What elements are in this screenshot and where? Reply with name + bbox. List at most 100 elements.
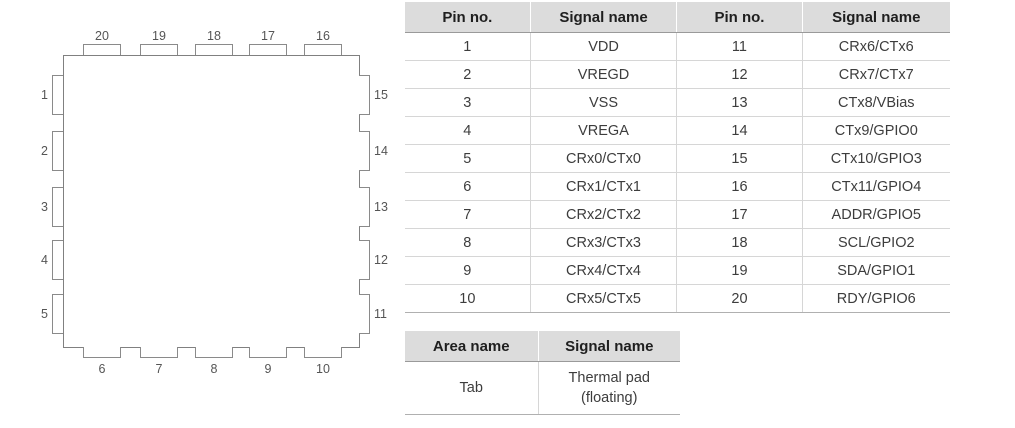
cell-signal-name: CRx6/CTx6 — [802, 32, 950, 61]
pin-label-1: 1 — [41, 88, 48, 102]
header-pin-no-left: Pin no. — [405, 2, 531, 33]
pin-label-19: 19 — [152, 29, 166, 43]
pin-pad-bottom-3 — [195, 347, 233, 358]
pin-pad-right-1 — [359, 75, 370, 115]
header-signal-name-right: Signal name — [802, 2, 950, 33]
cell-signal-name: Thermal pad (floating) — [538, 361, 680, 415]
pin-pad-right-4 — [359, 240, 370, 280]
table-row: 2 VREGD 12 CRx7/CTx7 — [405, 60, 950, 89]
pin-pad-bottom-2 — [140, 347, 178, 358]
pin-label-4: 4 — [41, 253, 48, 267]
pin-label-2: 2 — [41, 144, 48, 158]
cell-pin-no: 6 — [405, 172, 531, 201]
cell-pin-no: 1 — [405, 32, 531, 61]
pin-pad-bottom-4 — [249, 347, 287, 358]
table-row: 5 CRx0/CTx0 15 CTx10/GPIO3 — [405, 144, 950, 173]
pin-pad-left-3 — [52, 187, 63, 227]
pin-pad-bottom-1 — [83, 347, 121, 358]
pin-label-14: 14 — [374, 144, 388, 158]
cell-pin-no: 20 — [676, 284, 803, 313]
cell-signal-name: CRx5/CTx5 — [530, 284, 678, 313]
pin-label-16: 16 — [316, 29, 330, 43]
cell-signal-name: CRx4/CTx4 — [530, 256, 678, 285]
pin-label-12: 12 — [374, 253, 388, 267]
cell-signal-name: CTx10/GPIO3 — [802, 144, 950, 173]
cell-pin-no: 17 — [676, 200, 803, 229]
pin-label-9: 9 — [264, 362, 272, 376]
pin-pad-top-2 — [140, 44, 178, 55]
table-row: 8 CRx3/CTx3 18 SCL/GPIO2 — [405, 228, 950, 257]
thermal-pad-table: Area name Signal name Tab Thermal pad (f… — [405, 331, 680, 415]
pin-label-17: 17 — [261, 29, 275, 43]
cell-signal-name: CTx11/GPIO4 — [802, 172, 950, 201]
pin-pad-left-5 — [52, 294, 63, 334]
cell-signal-name: CRx3/CTx3 — [530, 228, 678, 257]
cell-signal-name: CRx0/CTx0 — [530, 144, 678, 173]
cell-signal-name: CTx9/GPIO0 — [802, 116, 950, 145]
cell-pin-no: 2 — [405, 60, 531, 89]
pin-label-6: 6 — [98, 362, 106, 376]
pin-pad-left-1 — [52, 75, 63, 115]
cell-signal-name: CRx2/CTx2 — [530, 200, 678, 229]
pin-pad-left-2 — [52, 131, 63, 171]
table-row: Tab Thermal pad (floating) — [405, 361, 680, 415]
table-row: 7 CRx2/CTx2 17 ADDR/GPIO5 — [405, 200, 950, 229]
pin-label-18: 18 — [207, 29, 221, 43]
pin-pad-right-3 — [359, 187, 370, 227]
header-pin-no-right: Pin no. — [676, 2, 803, 33]
cell-pin-no: 13 — [676, 88, 803, 117]
pin-label-8: 8 — [210, 362, 218, 376]
table-row: 10 CRx5/CTx5 20 RDY/GPIO6 — [405, 284, 950, 313]
cell-signal-name: VDD — [530, 32, 678, 61]
cell-pin-no: 10 — [405, 284, 531, 313]
signal-line-2: (floating) — [581, 390, 638, 406]
cell-pin-no: 11 — [676, 32, 803, 61]
package-pinout-diagram: 20 19 18 17 16 6 7 8 9 10 1 2 3 4 5 15 1… — [0, 0, 400, 428]
signal-line-1: Thermal pad — [568, 370, 650, 386]
pin-pad-right-5 — [359, 294, 370, 334]
cell-area-name: Tab — [405, 361, 539, 415]
cell-signal-name: RDY/GPIO6 — [802, 284, 950, 313]
cell-pin-no: 5 — [405, 144, 531, 173]
pin-pad-left-4 — [52, 240, 63, 280]
pin-label-10: 10 — [316, 362, 330, 376]
chip-body-outline — [63, 55, 360, 348]
cell-signal-name: CTx8/VBias — [802, 88, 950, 117]
header-area-name: Area name — [405, 331, 539, 362]
table-row: 6 CRx1/CTx1 16 CTx11/GPIO4 — [405, 172, 950, 201]
pin-pad-right-2 — [359, 131, 370, 171]
cell-signal-name: ADDR/GPIO5 — [802, 200, 950, 229]
table-row: 3 VSS 13 CTx8/VBias — [405, 88, 950, 117]
cell-pin-no: 12 — [676, 60, 803, 89]
cell-pin-no: 18 — [676, 228, 803, 257]
cell-signal-name: VREGD — [530, 60, 678, 89]
pin-label-20: 20 — [95, 29, 109, 43]
cell-pin-no: 19 — [676, 256, 803, 285]
pin-pad-top-5 — [304, 44, 342, 55]
table-header-row: Pin no. Signal name Pin no. Signal name — [405, 2, 950, 33]
cell-pin-no: 15 — [676, 144, 803, 173]
pin-label-3: 3 — [41, 200, 48, 214]
table-row: 4 VREGA 14 CTx9/GPIO0 — [405, 116, 950, 145]
header-signal-name: Signal name — [538, 331, 680, 362]
cell-pin-no: 4 — [405, 116, 531, 145]
cell-pin-no: 8 — [405, 228, 531, 257]
cell-signal-name: VSS — [530, 88, 678, 117]
table-header-row: Area name Signal name — [405, 331, 680, 362]
cell-signal-name: SDA/GPIO1 — [802, 256, 950, 285]
cell-signal-name: VREGA — [530, 116, 678, 145]
cell-signal-name: SCL/GPIO2 — [802, 228, 950, 257]
cell-signal-name: CRx7/CTx7 — [802, 60, 950, 89]
cell-pin-no: 14 — [676, 116, 803, 145]
cell-pin-no: 9 — [405, 256, 531, 285]
pin-pad-top-3 — [195, 44, 233, 55]
pin-label-15: 15 — [374, 88, 388, 102]
pin-assignment-table: Pin no. Signal name Pin no. Signal name … — [405, 2, 950, 313]
table-row: 1 VDD 11 CRx6/CTx6 — [405, 32, 950, 61]
cell-pin-no: 7 — [405, 200, 531, 229]
pin-pad-top-1 — [83, 44, 121, 55]
cell-pin-no: 16 — [676, 172, 803, 201]
pin-pad-top-4 — [249, 44, 287, 55]
header-signal-name-left: Signal name — [530, 2, 678, 33]
pin-label-7: 7 — [155, 362, 163, 376]
